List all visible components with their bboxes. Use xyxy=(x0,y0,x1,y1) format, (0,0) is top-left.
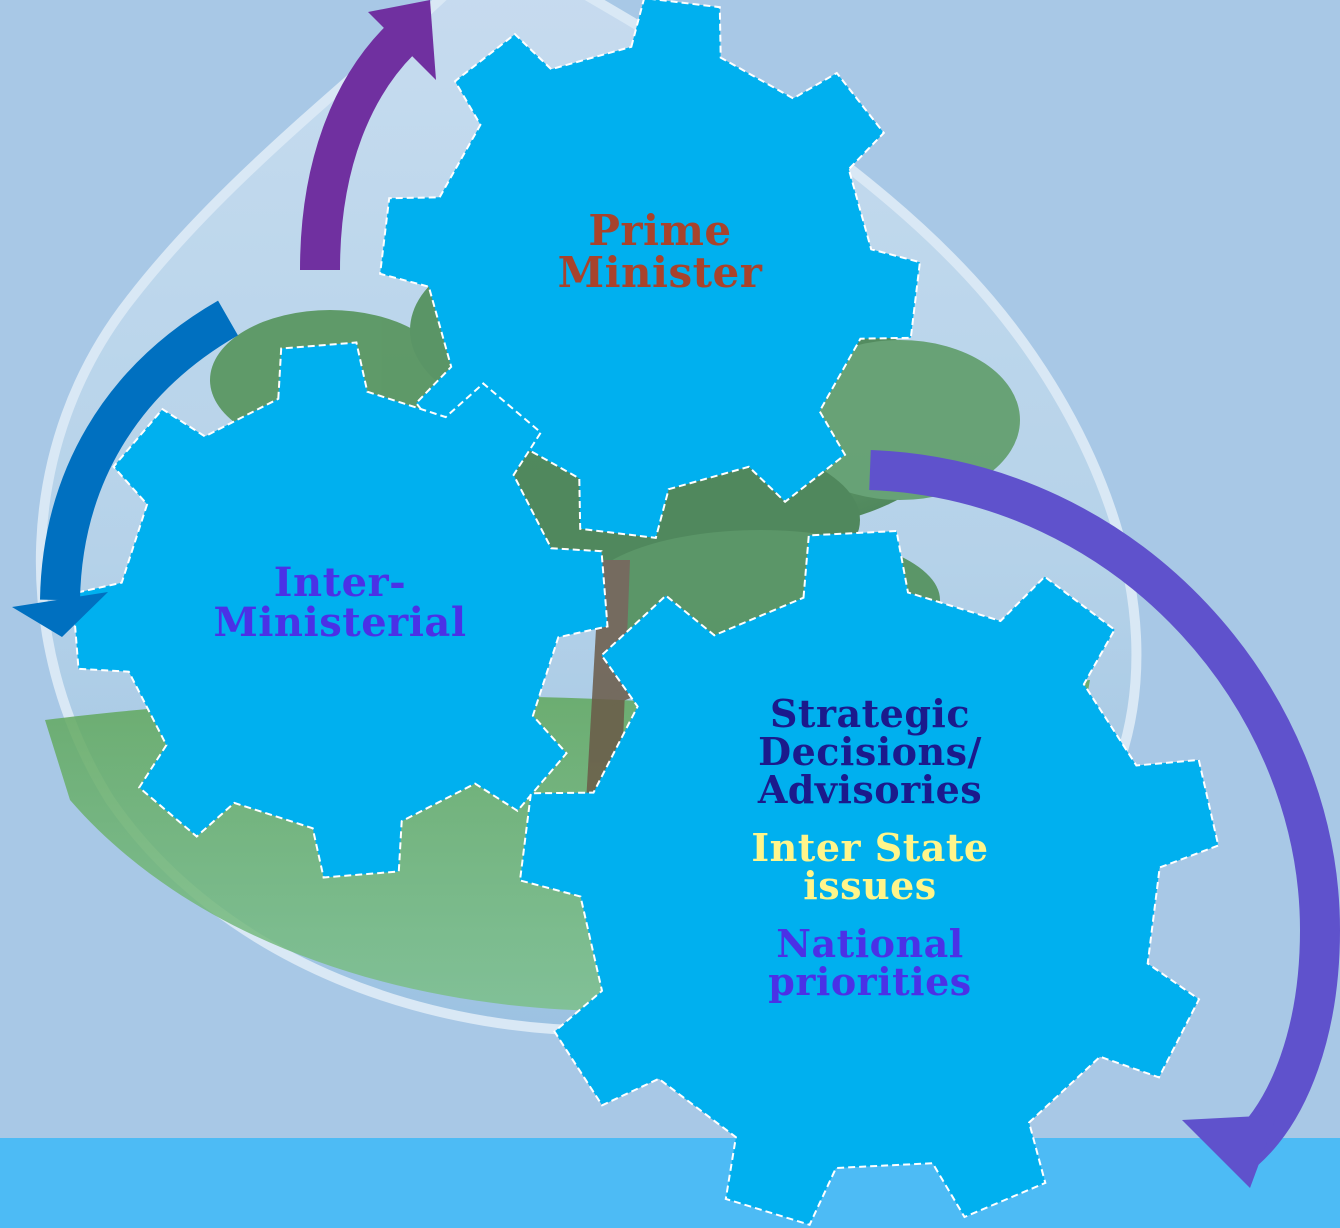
gear-inter-ministerial xyxy=(71,341,609,879)
water-band xyxy=(0,1138,1340,1228)
inter-ministerial-label: Inter-Ministerial xyxy=(180,563,500,643)
arrow-strategic xyxy=(869,450,1340,1188)
gear-prime-minister xyxy=(379,0,921,539)
arrow-inter-ministerial xyxy=(12,300,239,637)
inter-ministerial-text: Inter-Ministerial xyxy=(213,559,467,646)
arrow-prime-minister xyxy=(300,0,436,271)
gear-strategic xyxy=(518,529,1220,1227)
gears-group xyxy=(71,0,1220,1227)
